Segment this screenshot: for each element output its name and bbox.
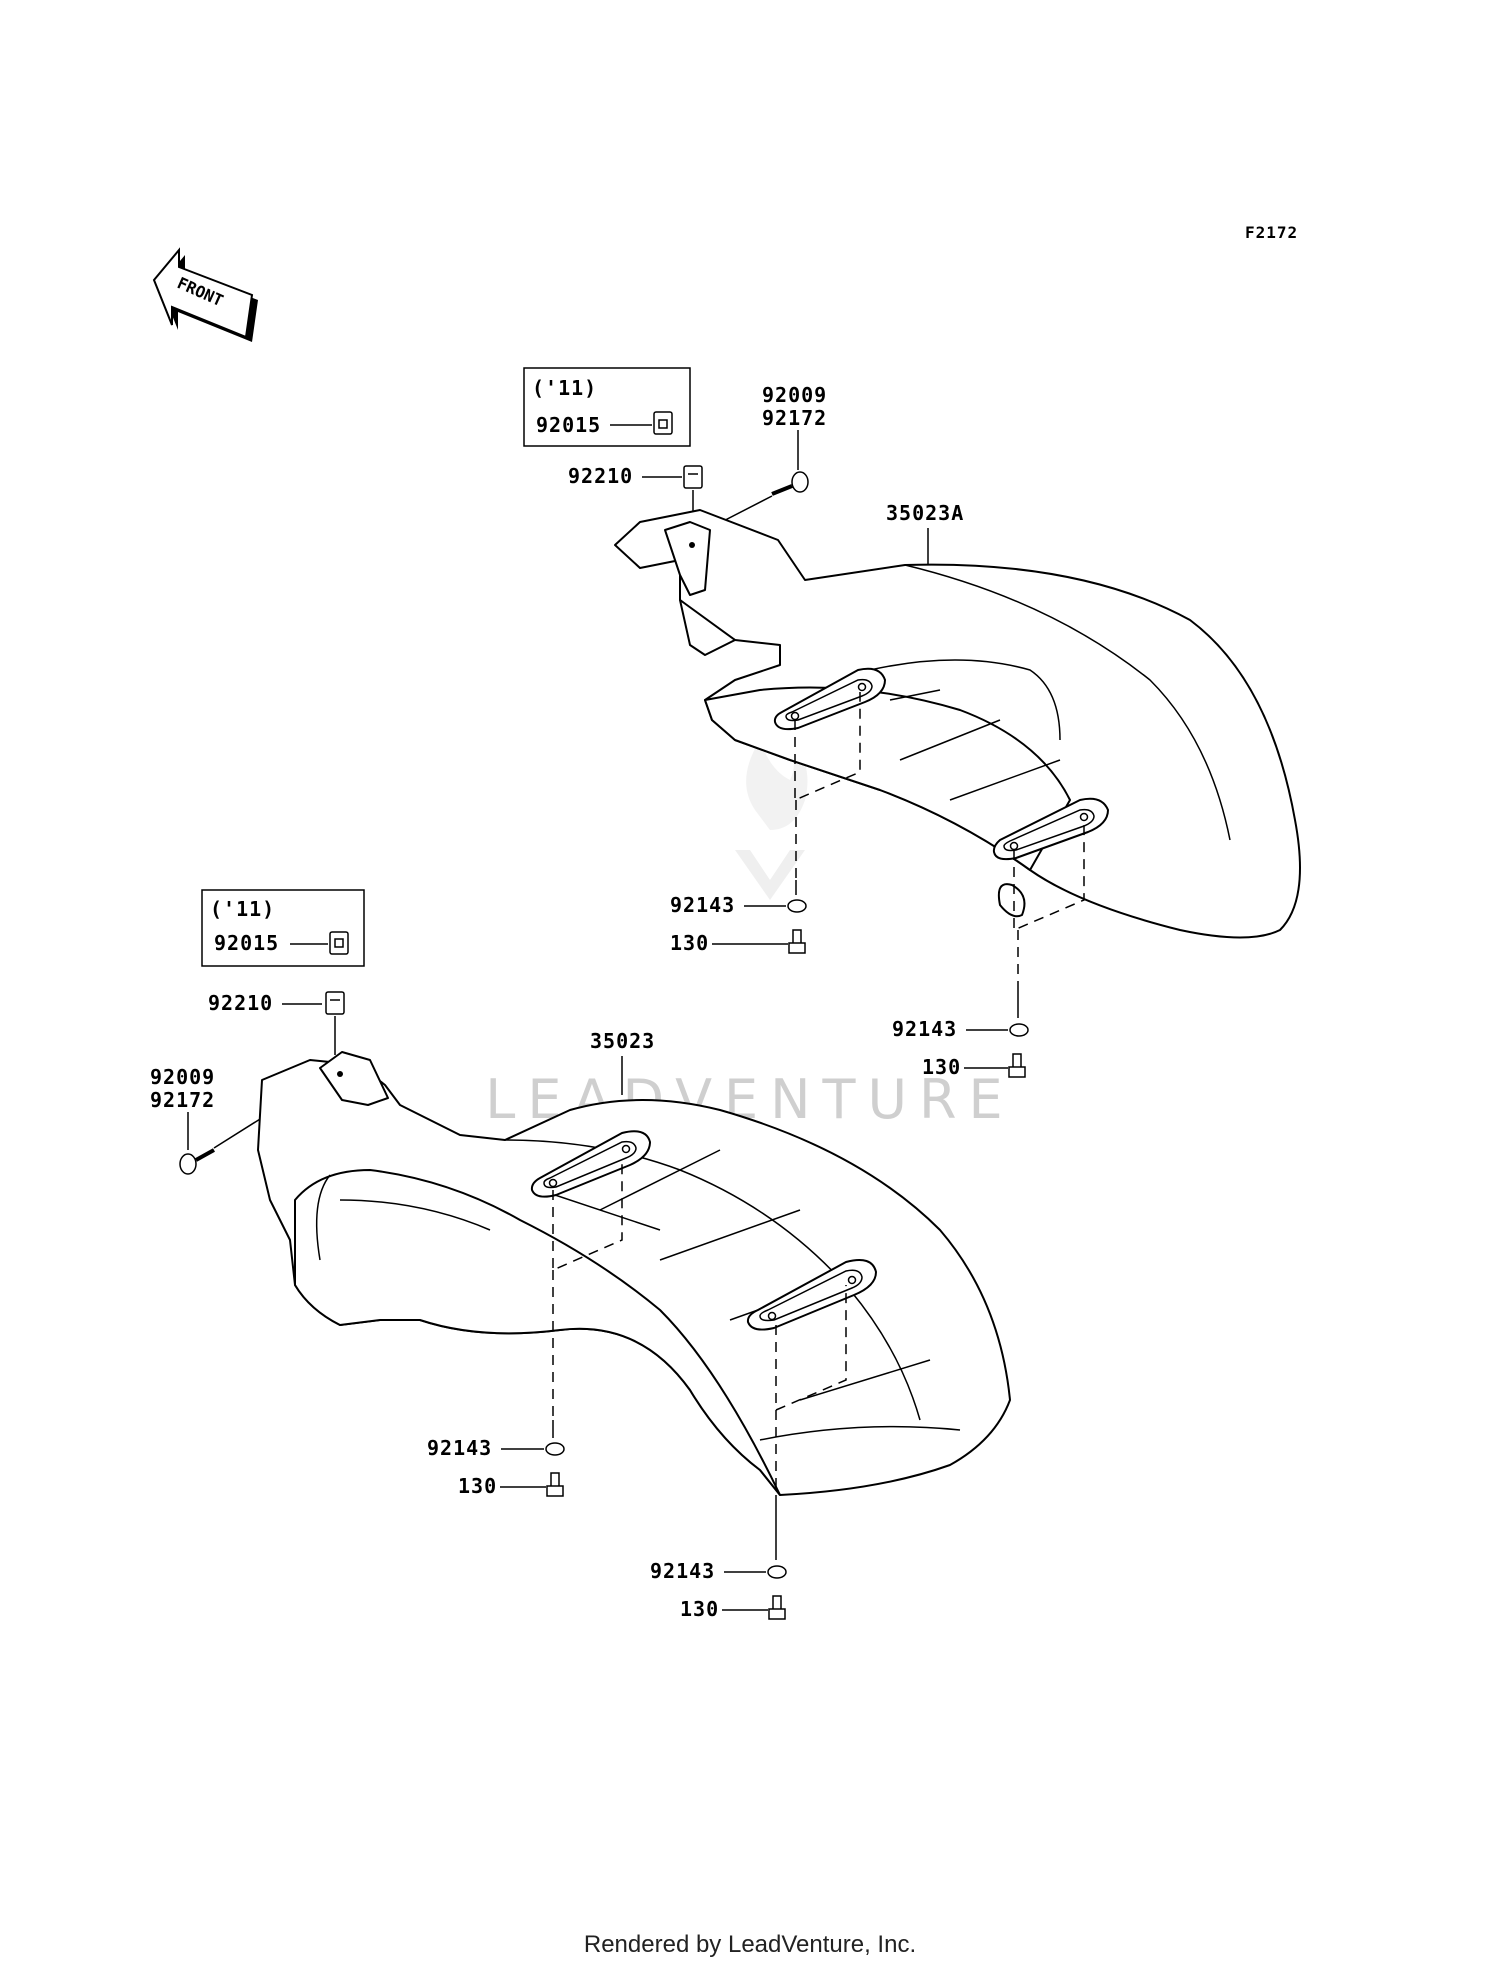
figure-code: F2172 xyxy=(1245,223,1298,242)
lower-washer-2-label: 92143 xyxy=(650,1559,715,1583)
lower-screw-icon xyxy=(179,1148,215,1175)
front-arrow-icon: FRONT xyxy=(152,247,258,342)
lower-clip-icon xyxy=(325,991,345,1015)
lower-bolt-1-label: 130 xyxy=(458,1474,497,1498)
upper-washer-2-icon xyxy=(1009,1023,1029,1037)
upper-bolt-1-icon xyxy=(788,929,806,954)
lower-variant-year: ('11) xyxy=(210,897,275,921)
lower-clip-label: 92210 xyxy=(208,991,273,1015)
upper-screw-b-label: 92172 xyxy=(762,406,827,430)
upper-bolt-1-label: 130 xyxy=(670,931,709,955)
upper-clip-label: 92210 xyxy=(568,464,633,488)
upper-washer-1-label: 92143 xyxy=(670,893,735,917)
upper-bolt-2-icon xyxy=(1008,1053,1026,1078)
upper-washer-2-label: 92143 xyxy=(892,1017,957,1041)
lower-variant-nut-icon xyxy=(329,931,349,955)
lower-screw-a-label: 92009 xyxy=(150,1065,215,1089)
upper-assembly: ('11) 92015 92210 92009 92172 35023A xyxy=(523,367,1301,1079)
lower-washer-2-icon xyxy=(767,1565,787,1579)
leadventure-logo-icon xyxy=(735,735,808,900)
lower-seat-cover xyxy=(257,1051,1011,1496)
lower-variant-box xyxy=(201,889,365,967)
lower-washer-1-label: 92143 xyxy=(427,1436,492,1460)
upper-variant-box xyxy=(523,367,691,447)
upper-screw-a-label: 92009 xyxy=(762,383,827,407)
lower-bolt-2-icon xyxy=(768,1595,786,1620)
upper-variant-nut-icon xyxy=(653,411,673,435)
lower-washer-1-icon xyxy=(545,1442,565,1456)
lower-bolt-2-label: 130 xyxy=(680,1597,719,1621)
footer-credit: Rendered by LeadVenture, Inc. xyxy=(584,1931,916,1958)
upper-seat-cover xyxy=(614,509,1301,939)
lower-bolt-1-icon xyxy=(546,1472,564,1497)
upper-cover-label: 35023A xyxy=(886,501,964,525)
upper-variant-part: 92015 xyxy=(536,413,601,437)
lower-variant-part: 92015 xyxy=(214,931,279,955)
upper-variant-year: ('11) xyxy=(532,376,597,400)
lower-cover-label: 35023 xyxy=(590,1029,655,1053)
upper-washer-1-icon xyxy=(787,899,807,913)
lower-screw-b-label: 92172 xyxy=(150,1088,215,1112)
upper-screw-icon xyxy=(771,471,809,496)
lower-assembly: ('11) 92015 92210 92009 92172 35023 xyxy=(150,889,1011,1621)
upper-bolt-2-label: 130 xyxy=(922,1055,961,1079)
upper-clip-icon xyxy=(683,465,703,489)
